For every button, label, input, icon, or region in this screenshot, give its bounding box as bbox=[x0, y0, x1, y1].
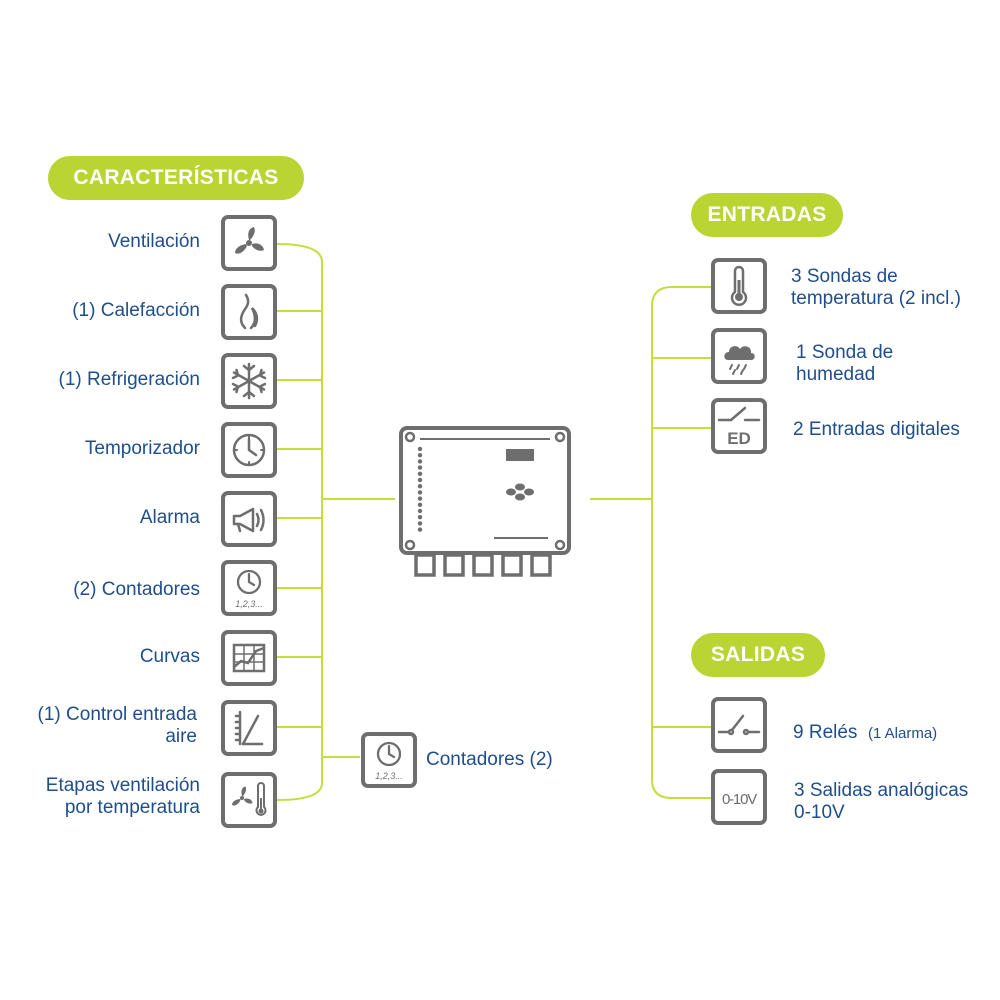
output-label-line1: 3 Salidas analógicas bbox=[794, 780, 969, 801]
feature-label-control-entrada-aire: (1) Control entrada aire bbox=[38, 704, 197, 748]
digital-input-icon-text: ED bbox=[727, 429, 751, 448]
analog-output-icon: 0-10V bbox=[711, 769, 767, 825]
output-label-relays-note: (1 Alarma) bbox=[867, 725, 938, 742]
feature-label-line2: aire bbox=[165, 726, 197, 747]
fan-thermometer-icon bbox=[221, 772, 277, 828]
output-label-relays-main: 9 Relés bbox=[793, 722, 858, 743]
relay-switch-icon bbox=[711, 697, 767, 753]
input-label-line2: humedad bbox=[796, 364, 876, 385]
feature-label-line1: (1) Control entrada bbox=[37, 704, 197, 725]
counter-clock-icon: 1,2,3... bbox=[361, 732, 417, 788]
status-led bbox=[417, 521, 423, 526]
chart-grid-icon bbox=[221, 630, 277, 686]
feature-label-line2: por temperatura bbox=[64, 797, 200, 818]
feature-label-temporizador: Temporizador bbox=[84, 438, 200, 459]
feature-label-curvas: Curvas bbox=[139, 646, 200, 667]
snowflake-icon bbox=[221, 353, 277, 409]
features-header: CARACTERÍSTICAS bbox=[48, 156, 304, 200]
status-led bbox=[417, 453, 423, 458]
feature-label-alarma: Alarma bbox=[139, 507, 200, 528]
output-label-analog: 3 Salidas analógicas 0-10V bbox=[794, 780, 968, 824]
megaphone-icon bbox=[221, 491, 277, 547]
status-led bbox=[417, 459, 423, 464]
output-label-line2: 0-10V bbox=[794, 802, 845, 823]
status-led bbox=[417, 471, 423, 476]
inputs-header: ENTRADAS bbox=[691, 193, 843, 237]
counter-clock-icon: 1,2,3... bbox=[221, 560, 277, 616]
digital-input-icon: ED bbox=[711, 398, 767, 454]
status-led bbox=[417, 465, 423, 470]
status-led bbox=[417, 446, 423, 452]
thermometer-icon bbox=[711, 258, 767, 314]
status-led bbox=[417, 496, 423, 501]
flame-icon bbox=[221, 284, 277, 340]
counter-icon-text: 1,2,3... bbox=[235, 599, 263, 609]
feature-label-calefaccion: (1) Calefacción bbox=[72, 300, 200, 321]
feature-label-ventilacion: Ventilación bbox=[108, 231, 200, 252]
input-label-humidity: 1 Sonda de humedad bbox=[796, 342, 893, 386]
extra-counters-label: Contadores (2) bbox=[426, 749, 553, 770]
feature-label-refrigeracion: (1) Refrigeración bbox=[58, 369, 201, 390]
status-led bbox=[417, 515, 423, 520]
input-label-temperature: 3 Sondas de temperatura (2 incl.) bbox=[791, 266, 961, 310]
feature-label-etapas-ventilacion: Etapas ventilación por temperatura bbox=[46, 775, 200, 819]
air-inlet-icon bbox=[221, 700, 277, 756]
feature-label-line1: Etapas ventilación bbox=[45, 775, 200, 796]
input-label-line2: temperatura (2 incl.) bbox=[791, 288, 962, 309]
clock-icon bbox=[221, 422, 277, 478]
controller-device bbox=[399, 426, 571, 577]
status-led bbox=[417, 484, 423, 489]
fan-icon bbox=[221, 215, 277, 271]
status-led bbox=[417, 477, 423, 483]
status-led bbox=[417, 490, 423, 495]
analog-output-icon-text: 0-10V bbox=[722, 791, 757, 808]
input-label-line1: 1 Sonda de bbox=[796, 342, 894, 363]
counter-icon-text: 1,2,3... bbox=[375, 771, 403, 781]
outputs-header: SALIDAS bbox=[691, 633, 825, 677]
feature-label-contadores: (2) Contadores bbox=[73, 579, 200, 600]
input-label-line1: 3 Sondas de bbox=[791, 266, 898, 287]
status-led bbox=[417, 527, 423, 532]
status-led bbox=[417, 502, 423, 507]
status-led bbox=[417, 508, 423, 514]
input-label-digital: 2 Entradas digitales bbox=[793, 419, 960, 440]
rain-cloud-icon bbox=[711, 328, 767, 384]
output-label-relays: 9 Relés (1 Alarma) bbox=[793, 722, 937, 745]
